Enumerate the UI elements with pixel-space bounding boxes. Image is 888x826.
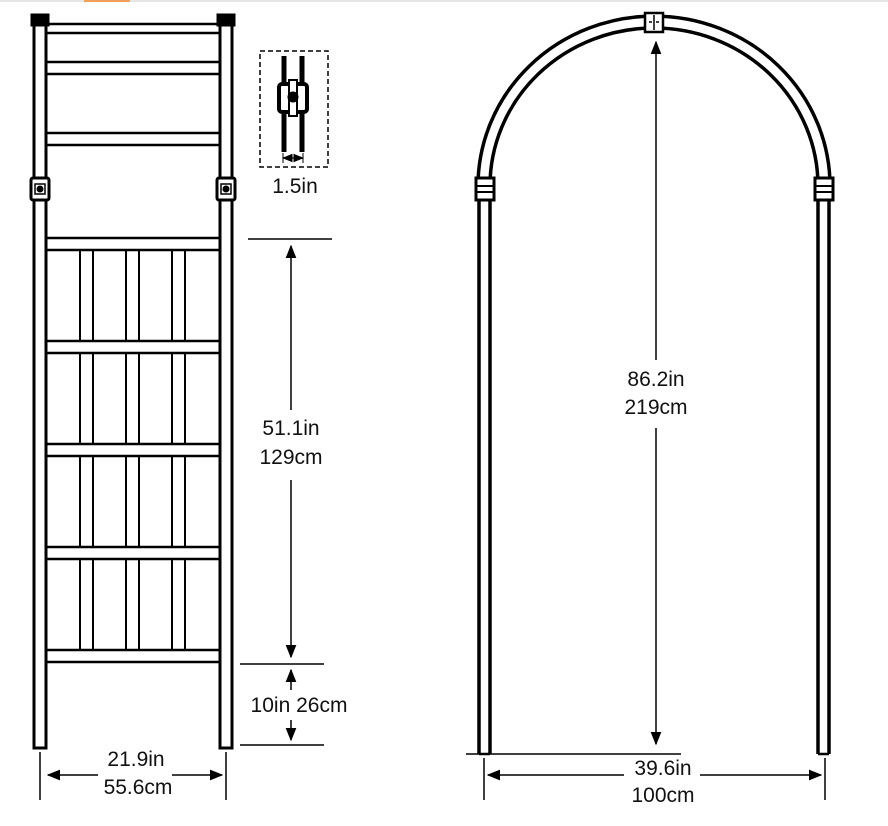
- pipe-detail: [259, 50, 329, 168]
- arch-right-connector: [813, 176, 835, 202]
- arch-width-in-label: 39.6in: [634, 757, 692, 780]
- top-border: [0, 0, 888, 2]
- tab-accent: [84, 0, 130, 2]
- arch-top-connector: [643, 11, 665, 34]
- right-post: [218, 14, 234, 750]
- ground-clearance-label: 10in 26cm: [250, 694, 348, 717]
- pipe-diameter-label: 1.5in: [262, 173, 328, 201]
- arch-height-in-label: 86.2in: [612, 366, 700, 394]
- arch-width-cm-label: 100cm: [631, 784, 695, 807]
- left-post: [32, 14, 48, 750]
- front-view: [466, 11, 835, 800]
- arch-height-cm-label: 219cm: [612, 394, 700, 422]
- panel-height-cm-label: 129cm: [246, 444, 336, 472]
- side-width-cm-label: 55.6cm: [103, 776, 173, 799]
- panel-height-in-label: 51.1in: [246, 415, 336, 443]
- side-view: [29, 13, 332, 800]
- left-connector: [29, 176, 51, 202]
- right-connector: [215, 176, 237, 202]
- arch-left-connector: [474, 176, 496, 202]
- side-width-in-label: 21.9in: [96, 746, 176, 774]
